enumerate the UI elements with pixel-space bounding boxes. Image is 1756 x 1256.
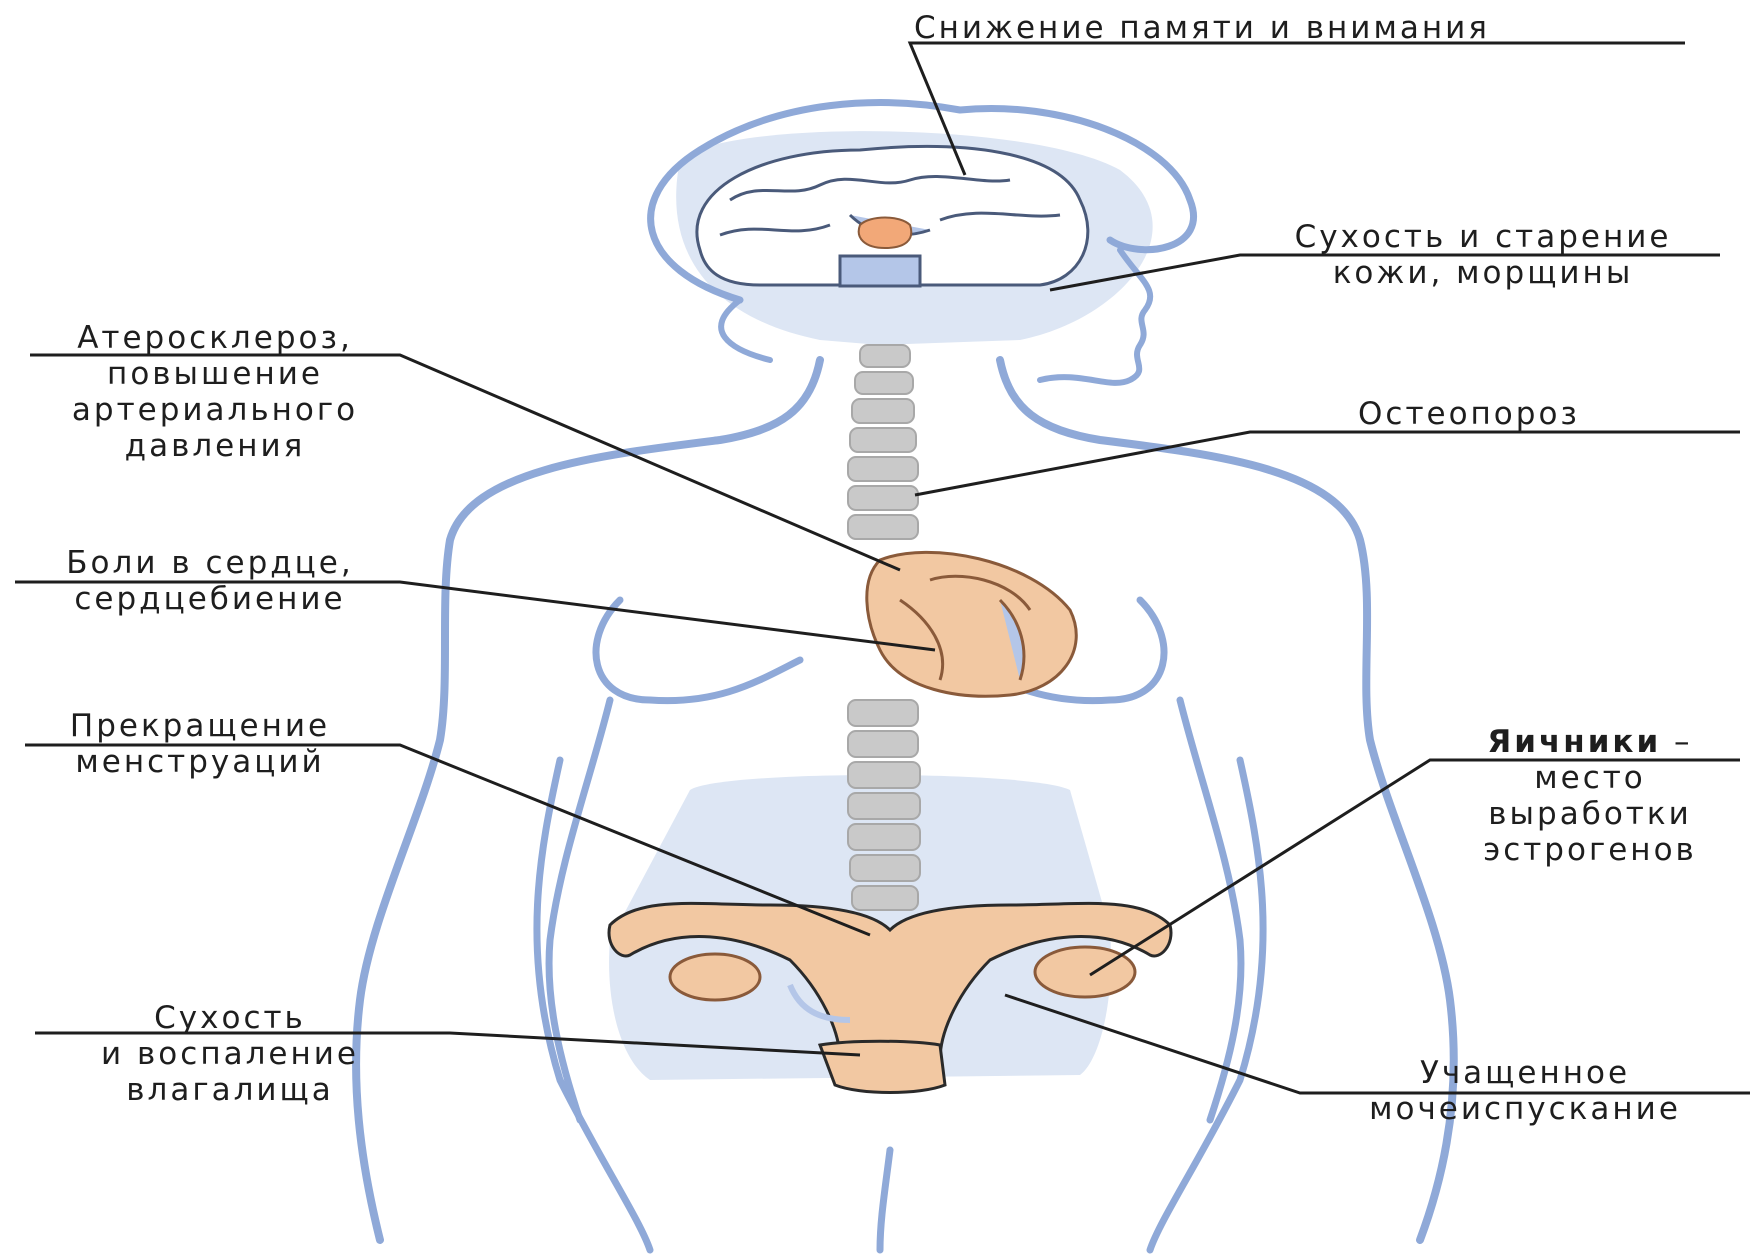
- left-breast: [596, 600, 800, 701]
- label-skin-line1: Сухость и старение: [1238, 219, 1728, 255]
- label-ovaries-line2: место: [1430, 760, 1750, 796]
- label-skin-line2: кожи, морщины: [1238, 255, 1728, 291]
- label-menses-line2: менструаций: [20, 744, 380, 780]
- label-athero: Атеросклероз, повышение артериального да…: [25, 320, 405, 464]
- label-vagina-line3: влагалища: [40, 1072, 420, 1108]
- right-waist: [1150, 760, 1263, 1250]
- label-ovaries-bold: Яичники: [1487, 724, 1661, 760]
- brain: [697, 147, 1088, 286]
- label-vagina: Сухость и воспаление влагалища: [40, 1000, 420, 1108]
- label-heart: Боли в сердце, сердцебиение: [20, 545, 400, 617]
- label-urination-line2: мочеиспускание: [1300, 1091, 1750, 1127]
- label-urination-line1: Учащенное: [1300, 1055, 1750, 1091]
- label-ovaries-line3: выработки: [1430, 796, 1750, 832]
- label-menses: Прекращение менструаций: [20, 708, 380, 780]
- label-memory: Снижение памяти и внимания: [914, 10, 1490, 46]
- left-ovary: [670, 954, 760, 1000]
- label-ovaries-line4: эстрогенов: [1430, 832, 1750, 868]
- label-skin: Сухость и старение кожи, морщины: [1238, 219, 1728, 291]
- label-athero-line4: давления: [25, 428, 405, 464]
- label-ovaries-dash: –: [1661, 724, 1692, 760]
- label-osteo-text: Остеопороз: [1358, 396, 1580, 432]
- label-athero-line3: артериального: [25, 392, 405, 428]
- leg-divider: [880, 1150, 890, 1250]
- label-vagina-line2: и воспаление: [40, 1036, 420, 1072]
- label-vagina-line1: Сухость: [40, 1000, 420, 1036]
- label-ovaries-line1: Яичники –: [1430, 724, 1750, 760]
- label-osteo: Остеопороз: [1358, 396, 1580, 432]
- label-heart-line1: Боли в сердце,: [20, 545, 400, 581]
- label-athero-line2: повышение: [25, 356, 405, 392]
- label-memory-text: Снижение памяти и внимания: [914, 10, 1490, 46]
- pituitary-gland: [859, 218, 912, 249]
- label-heart-line2: сердцебиение: [20, 581, 400, 617]
- label-ovaries: Яичники – место выработки эстрогенов: [1430, 724, 1750, 868]
- label-menses-line1: Прекращение: [20, 708, 380, 744]
- label-athero-line1: Атеросклероз,: [25, 320, 405, 356]
- leader-osteo: [915, 432, 1740, 495]
- heart: [867, 552, 1076, 696]
- label-urination: Учащенное мочеиспускание: [1300, 1055, 1750, 1127]
